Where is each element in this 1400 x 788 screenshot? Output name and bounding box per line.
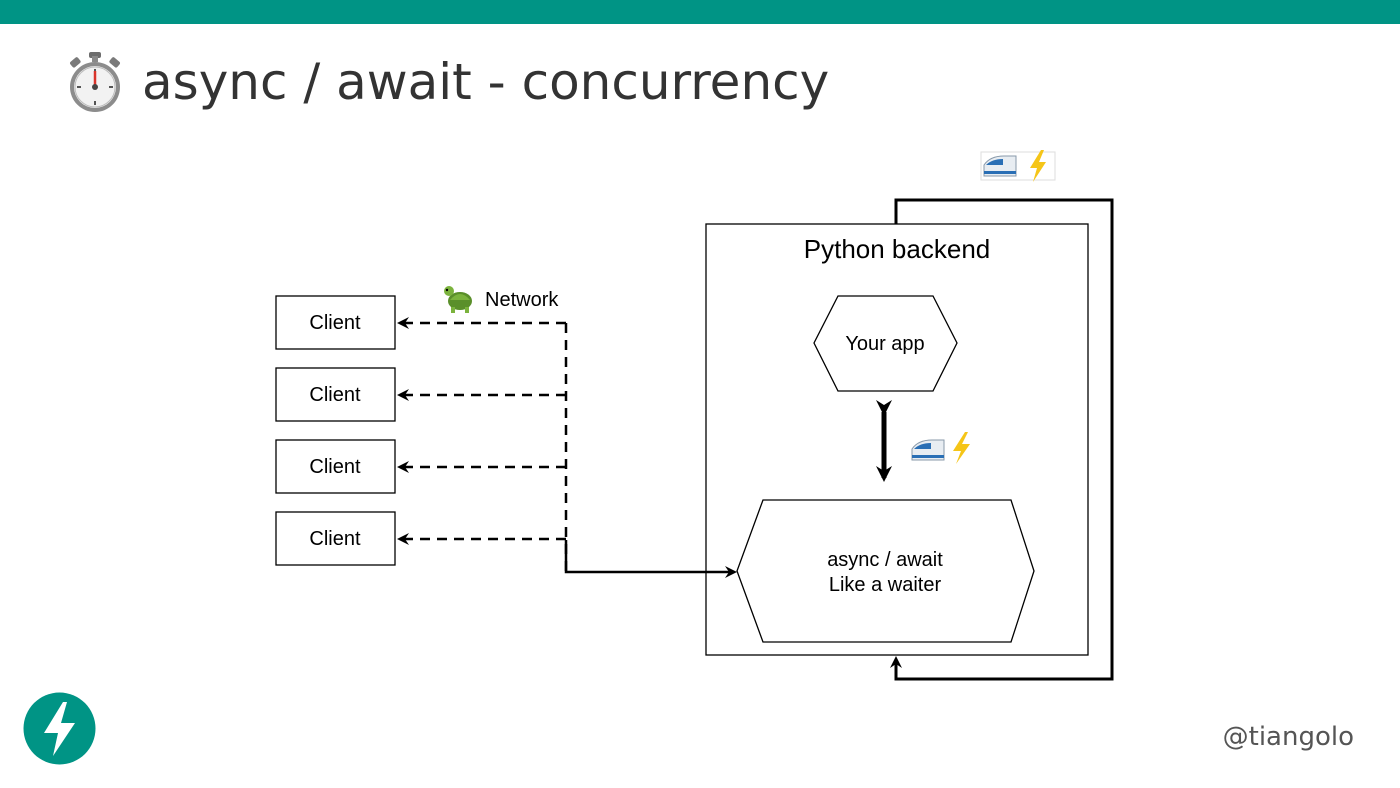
top-accent-bar bbox=[0, 0, 1400, 24]
network-to-async-arrow bbox=[564, 540, 737, 578]
page-title: async / await - concurrency bbox=[142, 53, 830, 111]
turtle-icon bbox=[444, 286, 472, 313]
network-label: Network bbox=[485, 289, 559, 311]
async-await-hexagon bbox=[736, 499, 1035, 643]
python-backend-label: Python backend bbox=[804, 234, 990, 264]
network-connections bbox=[397, 317, 568, 572]
your-app-label: Your app bbox=[845, 333, 924, 355]
backend-loop-line bbox=[890, 198, 1114, 681]
async-await-sublabel: Like a waiter bbox=[829, 574, 942, 596]
your-app-hexagon bbox=[813, 295, 958, 392]
fastapi-lightning-logo bbox=[23, 692, 96, 765]
bullet-train-lightning-icon bbox=[980, 150, 1056, 182]
client-label: Client bbox=[309, 528, 361, 550]
slide-title-row: async / await - concurrency bbox=[66, 50, 829, 114]
client-box-2: Client bbox=[275, 367, 396, 422]
async-await-label: async / await bbox=[827, 549, 943, 571]
client-box-1: Client bbox=[275, 295, 396, 350]
stopwatch-icon bbox=[70, 52, 120, 112]
bullet-train-lightning-icon bbox=[911, 432, 970, 464]
client-box-4: Client bbox=[275, 511, 396, 566]
author-handle: @tiangolo bbox=[1222, 722, 1354, 752]
client-box-3: Client bbox=[275, 439, 396, 494]
client-label: Client bbox=[309, 312, 361, 334]
client-label: Client bbox=[309, 384, 361, 406]
client-label: Client bbox=[309, 456, 361, 478]
